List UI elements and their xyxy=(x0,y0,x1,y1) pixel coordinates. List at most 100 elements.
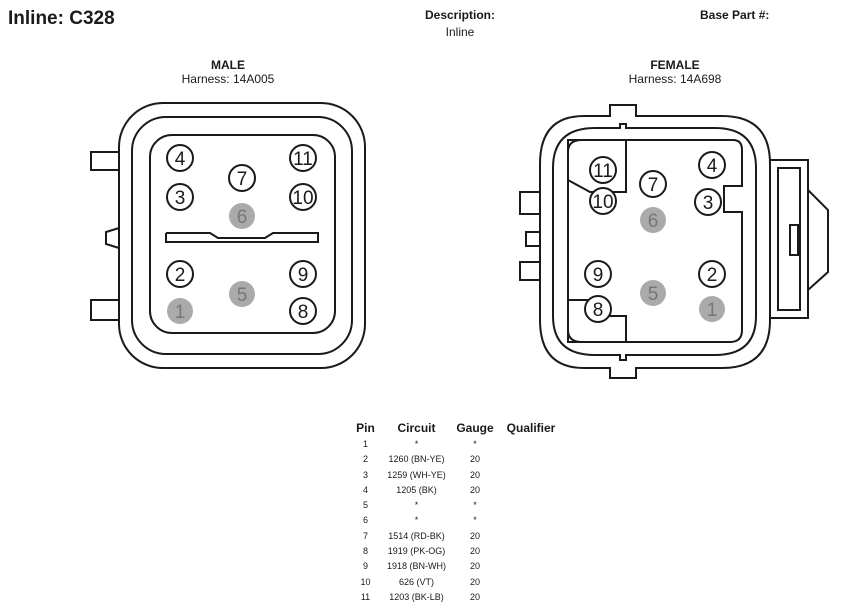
female-harness-label: Harness: 14A698 xyxy=(628,72,722,86)
male-pin-label: 6 xyxy=(237,207,248,228)
male-pin-3: 3 xyxy=(166,183,194,211)
base-part-label: Base Part #: xyxy=(700,8,770,22)
gauge-cell: 20 xyxy=(469,469,480,480)
female-pin-11: 11 xyxy=(589,156,617,184)
male-pin-label: 1 xyxy=(175,302,186,323)
qualifier-column-header: Qualifier xyxy=(506,421,556,435)
gauge-cell: * xyxy=(473,500,477,511)
circuit-cell: * xyxy=(414,439,419,449)
qualifier-cell xyxy=(498,452,564,467)
circuit-cell: 626 (VT) xyxy=(398,576,434,587)
female-pin-2: 2 xyxy=(698,260,726,288)
pin-cell: 4 xyxy=(362,484,368,495)
female-pin-circle xyxy=(699,296,725,322)
gauge-cell: 20 xyxy=(469,576,480,587)
female-pin-circle xyxy=(640,280,666,306)
pin-cell: 6 xyxy=(362,515,368,526)
male-pin-circle xyxy=(289,297,317,325)
male-connector-body xyxy=(90,102,366,369)
female-pin-circle xyxy=(694,188,722,216)
qualifier-cell xyxy=(498,544,564,559)
female-pin-10: 10 xyxy=(589,187,617,215)
male-pin-8: 8 xyxy=(289,297,317,325)
female-pin-label: 5 xyxy=(648,284,659,305)
qualifier-cell xyxy=(498,575,564,590)
male-pin-label: 9 xyxy=(298,265,309,286)
female-pin-circle xyxy=(640,207,666,233)
female-pin-circle xyxy=(584,295,612,323)
male-pin-circle xyxy=(166,183,194,211)
pin-cell: 9 xyxy=(362,561,368,572)
male-pin-label: 5 xyxy=(237,285,248,306)
gauge-cell: * xyxy=(473,439,477,449)
qualifier-cell xyxy=(498,468,564,483)
male-pin-4: 4 xyxy=(166,144,194,172)
female-pin-label: 11 xyxy=(593,161,613,182)
female-pin-circle xyxy=(584,260,612,288)
qualifier-cell xyxy=(498,498,564,513)
gauge-cell: 20 xyxy=(469,591,480,602)
male-pin-label: 2 xyxy=(175,265,186,286)
male-pin-circle xyxy=(229,281,255,307)
male-pin-5: 5 xyxy=(229,281,255,307)
male-pin-label: 8 xyxy=(298,302,309,323)
male-pin-label: 4 xyxy=(175,149,186,170)
pin-table-row: 6** xyxy=(350,513,564,528)
male-gender-label: MALE xyxy=(211,58,245,72)
male-pin-label: 10 xyxy=(292,188,313,209)
female-pin-label: 7 xyxy=(648,175,659,196)
pin-cell: 3 xyxy=(362,469,368,480)
female-pin-circle xyxy=(639,170,667,198)
male-pin-circle xyxy=(166,260,194,288)
gauge-cell: 20 xyxy=(469,454,480,465)
male-pin-10: 10 xyxy=(289,183,317,211)
female-pin-6: 6 xyxy=(640,207,666,233)
female-pin-circle xyxy=(698,151,726,179)
pin-column-header: Pin xyxy=(356,421,375,435)
female-pin-3: 3 xyxy=(694,188,722,216)
female-pin-label: 3 xyxy=(703,193,714,214)
male-pin-2: 2 xyxy=(166,260,194,288)
circuit-column-header: Circuit xyxy=(397,421,436,435)
pin-cell: 1 xyxy=(362,439,368,449)
female-header: FEMALE Harness: 14A698 xyxy=(595,58,755,86)
male-pin-circle xyxy=(228,164,256,192)
male-pin-9: 9 xyxy=(289,260,317,288)
male-pin-circle xyxy=(229,203,255,229)
pin-cell: 7 xyxy=(362,530,368,541)
male-pin-label: 11 xyxy=(293,149,313,170)
female-pin-label: 2 xyxy=(707,265,718,286)
male-pin-1: 1 xyxy=(167,298,193,324)
pin-cell: 5 xyxy=(362,500,368,511)
female-pin-label: 10 xyxy=(592,192,613,213)
circuit-cell: * xyxy=(414,515,419,526)
pin-table-row: 1 * * xyxy=(350,437,564,452)
male-pin-11: 11 xyxy=(289,144,317,172)
female-pin-label: 8 xyxy=(593,300,604,321)
circuit-cell: 1259 (WH-YE) xyxy=(387,469,446,480)
pin-table-row: 5** xyxy=(350,498,564,513)
male-pin-label: 3 xyxy=(175,188,186,209)
female-pin-4: 4 xyxy=(698,151,726,179)
male-pin-7: 7 xyxy=(228,164,256,192)
female-pin-circle xyxy=(589,156,617,184)
female-pin-circle xyxy=(698,260,726,288)
qualifier-cell xyxy=(498,529,564,544)
male-pin-circle xyxy=(289,183,317,211)
female-gender-label: FEMALE xyxy=(650,58,700,72)
female-pin-label: 9 xyxy=(593,265,604,286)
male-harness-label: Harness: 14A005 xyxy=(181,72,275,86)
qualifier-cell xyxy=(498,483,564,498)
male-pin-6: 6 xyxy=(229,203,255,229)
gauge-cell: 20 xyxy=(469,530,480,541)
circuit-cell: 1203 (BK-LB) xyxy=(389,591,444,602)
gauge-cell: 20 xyxy=(469,546,480,557)
pin-cell: 8 xyxy=(362,546,368,557)
male-pin-circle xyxy=(289,260,317,288)
